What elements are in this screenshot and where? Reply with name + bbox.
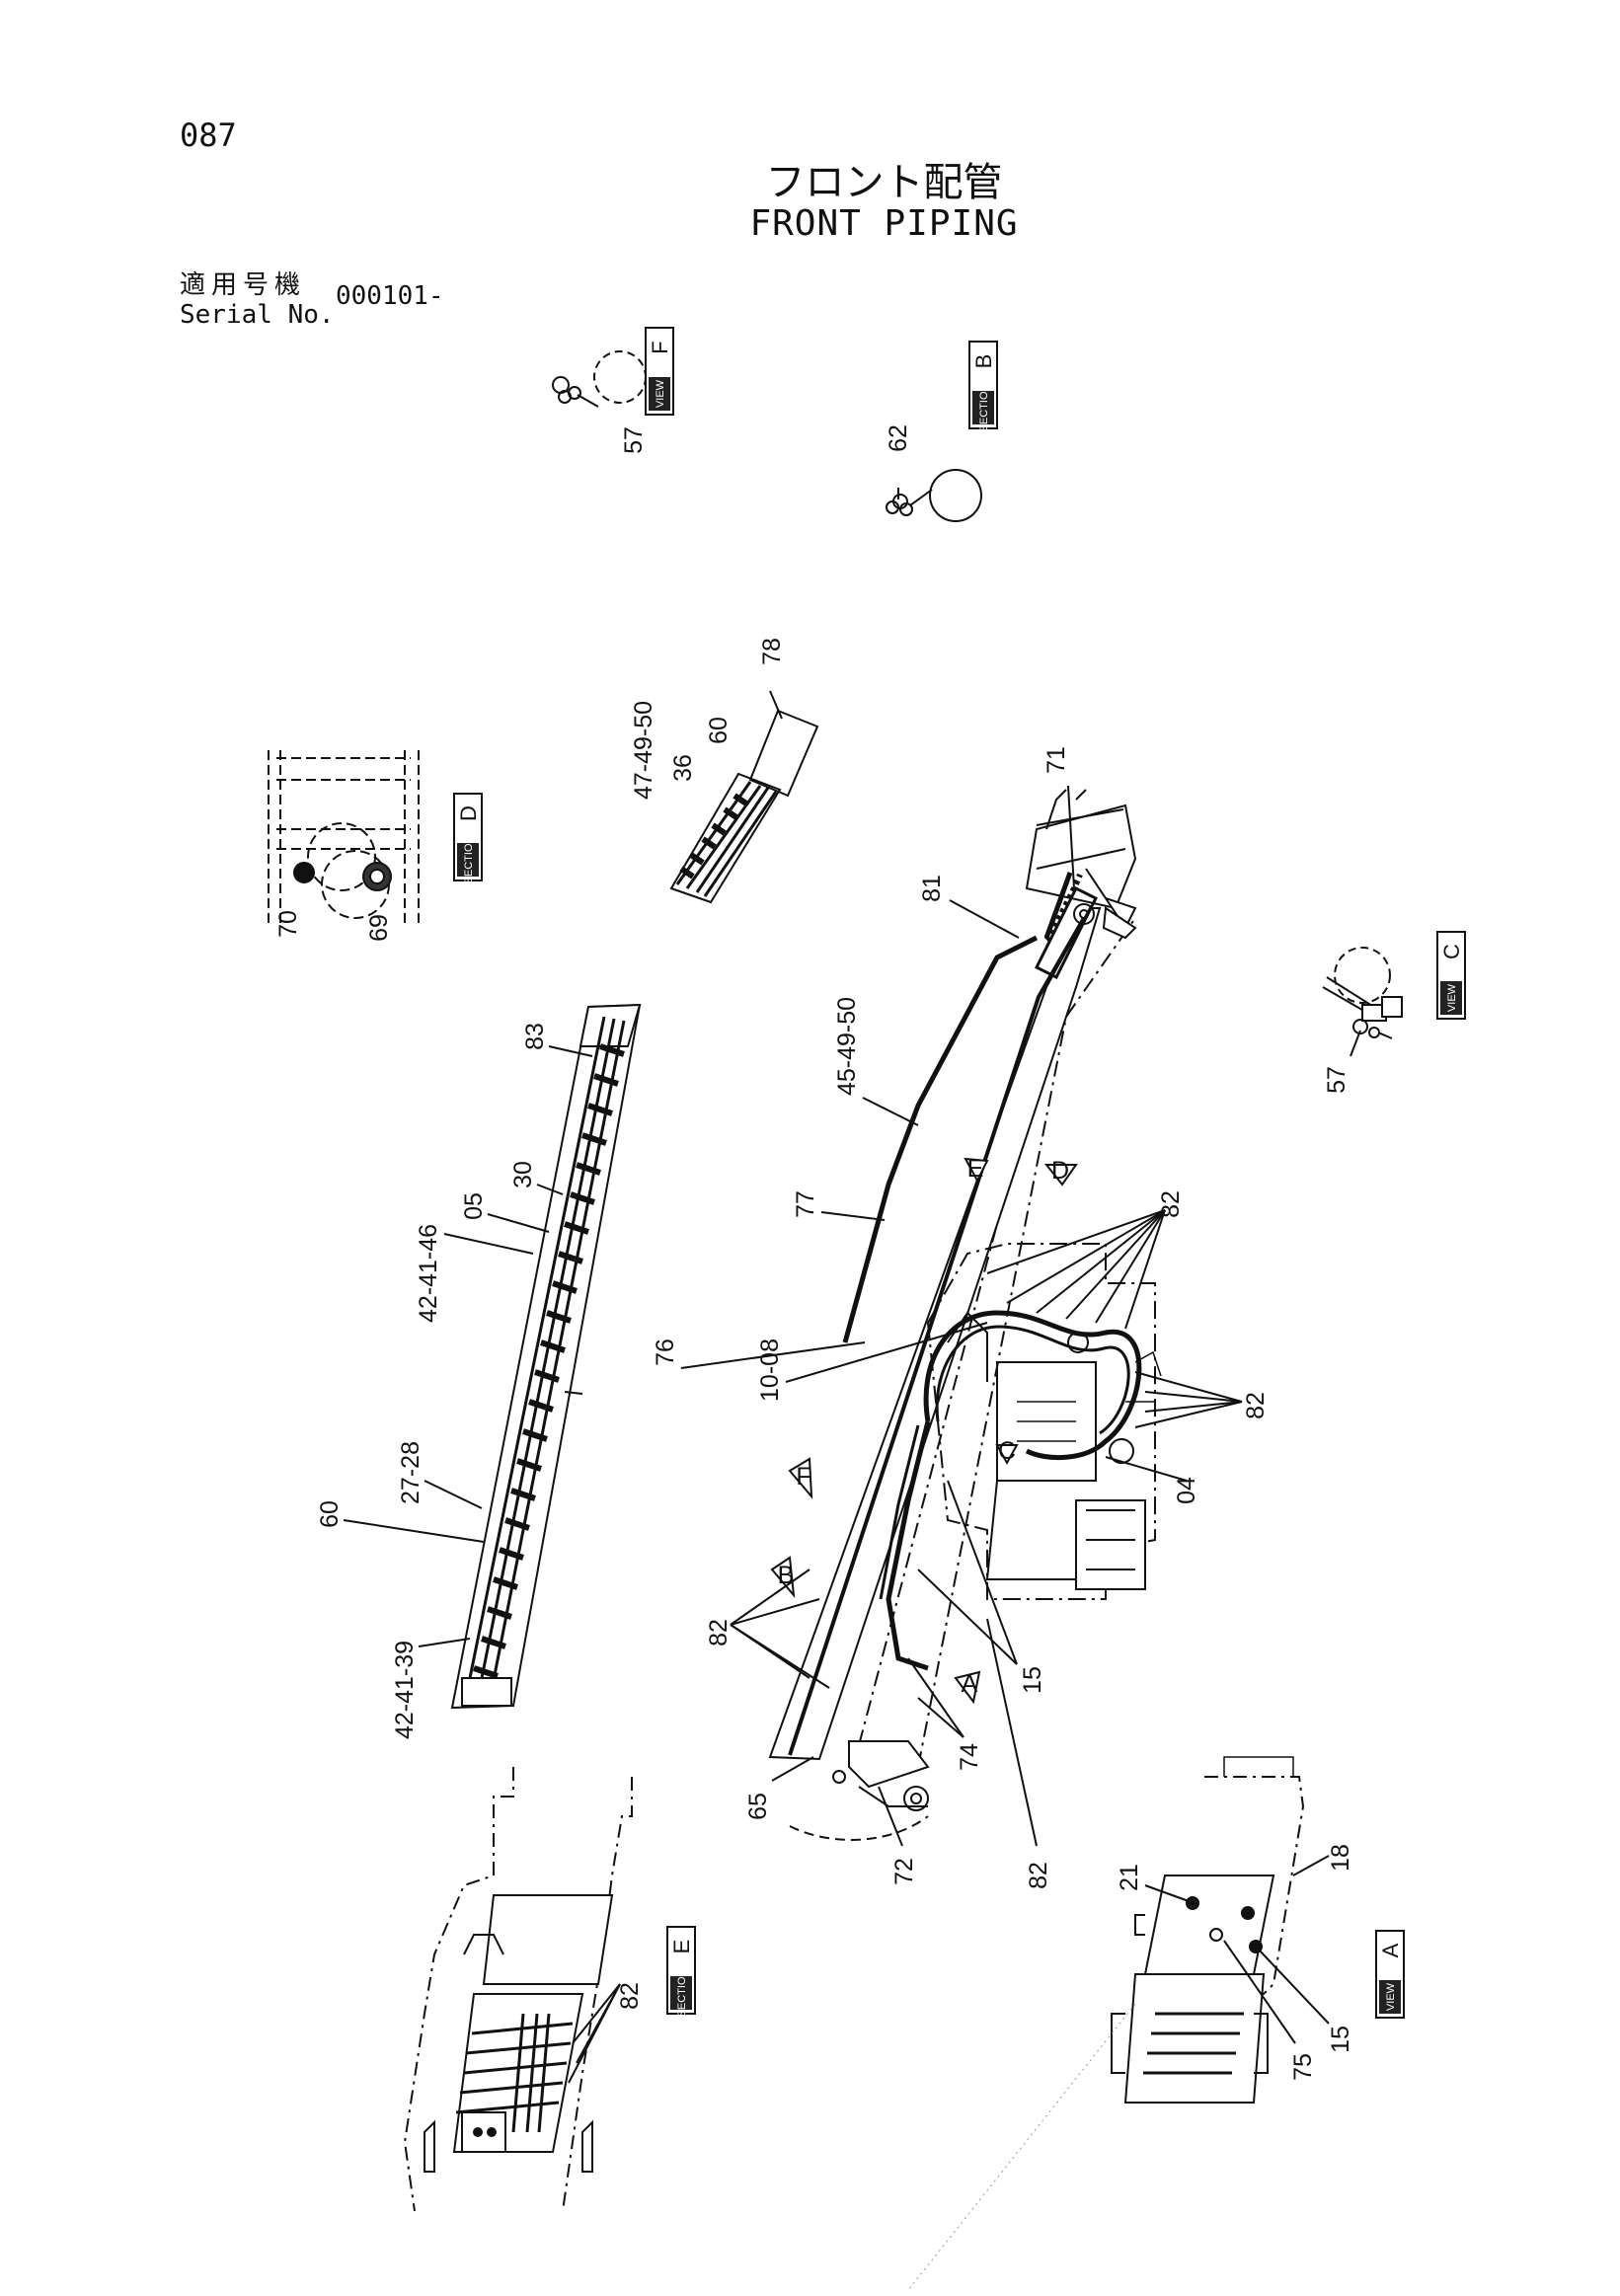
part-label-57-top: 57	[620, 426, 648, 454]
arrow-a-letter: A	[962, 1670, 978, 1698]
view-tag-e: SECTION E	[666, 1926, 696, 2018]
serial-value: 000101-	[336, 281, 444, 311]
part-label-81: 81	[918, 875, 946, 902]
part-label-15-center: 15	[1019, 1666, 1046, 1694]
upper-hose-loop-inner	[935, 1325, 1130, 1435]
part-label-75: 75	[1289, 2053, 1317, 2081]
dotted-guide-line	[907, 2003, 1136, 2291]
upper-hose-cluster	[669, 690, 819, 904]
part-label-70: 70	[274, 910, 302, 938]
part-label-71: 71	[1042, 746, 1070, 774]
part-label-27-28: 27-28	[397, 1441, 424, 1504]
upper-structure	[926, 1243, 1162, 1600]
view-tag-d-kind: SECTION	[463, 836, 475, 884]
arrow-f: F	[788, 1457, 813, 1499]
view-c-detail	[1322, 947, 1403, 1039]
arrow-b: B	[770, 1556, 796, 1599]
part-label-60-lower: 60	[316, 1500, 344, 1528]
part-label-77: 77	[792, 1190, 819, 1218]
part-label-82-left: 82	[705, 1619, 733, 1646]
left-boom-detail	[450, 1003, 642, 1710]
part-label-69: 69	[365, 914, 393, 942]
serial-label-japanese: 適用号機	[180, 270, 307, 300]
part-label-18: 18	[1327, 1844, 1354, 1872]
part-label-57-right: 57	[1323, 1066, 1350, 1094]
part-label-76: 76	[652, 1339, 679, 1366]
section-e-detail	[403, 1767, 633, 2212]
arrow-c: C	[995, 1437, 1019, 1466]
part-label-30: 30	[509, 1161, 537, 1188]
part-label-62: 62	[885, 424, 912, 452]
arrow-e: E	[964, 1155, 989, 1184]
leader-82-section-e	[568, 1983, 621, 2084]
view-tag-d: SECTION D	[453, 793, 483, 884]
upper-hose-loop	[923, 1310, 1142, 1461]
section-d-detail	[268, 750, 420, 928]
leader-74	[907, 1657, 964, 1738]
part-label-65: 65	[744, 1793, 772, 1820]
part-label-42-41-39: 42-41-39	[391, 1641, 419, 1739]
view-tag-f-letter: F	[648, 341, 672, 353]
view-tag-c-kind: VIEW	[1446, 983, 1458, 1012]
view-tag-a-kind: VIEW	[1385, 1982, 1397, 2011]
view-tag-e-kind: SECTION	[676, 1969, 688, 2018]
view-tag-a: VIEW A	[1375, 1930, 1405, 2019]
view-a-detail	[1111, 1756, 1305, 2104]
part-label-60-upper: 60	[705, 717, 733, 744]
arrow-f-letter: F	[796, 1463, 810, 1491]
part-label-10-08: 10-08	[756, 1339, 784, 1402]
part-label-83: 83	[521, 1023, 549, 1050]
main-boom	[768, 789, 1137, 1768]
boom-hose-lower	[886, 1420, 931, 1671]
arrow-d: D	[1043, 1157, 1078, 1186]
arrow-c-letter: C	[998, 1437, 1016, 1465]
part-label-47-49-50: 47-49-50	[630, 701, 657, 800]
boom-hose-lower-inner	[879, 1424, 920, 1600]
leader-82-top	[986, 1209, 1166, 1330]
part-label-04: 04	[1173, 1477, 1200, 1504]
part-label-45-49-50: 45-49-50	[833, 997, 861, 1096]
arrow-d-letter: D	[1051, 1157, 1069, 1185]
page-number: 087	[180, 116, 237, 154]
part-label-82-right: 82	[1242, 1392, 1270, 1419]
leader-82-right	[1134, 1371, 1243, 1428]
view-tag-c: VIEW C	[1436, 931, 1466, 1020]
view-tag-e-letter: E	[669, 1940, 694, 1954]
view-tag-b: SECTION B	[968, 341, 998, 432]
view-tag-f: VIEW F	[645, 327, 674, 416]
leader-82-left	[730, 1569, 830, 1689]
title-english: FRONT PIPING	[749, 203, 1019, 244]
view-f-detail	[552, 350, 647, 408]
leader-15-center	[917, 1480, 1018, 1665]
part-label-78: 78	[758, 638, 786, 665]
part-label-74: 74	[956, 1743, 983, 1771]
section-d-fittings	[293, 862, 392, 891]
serial-label-english: Serial No.	[180, 300, 335, 330]
part-label-82-bottom: 82	[1025, 1862, 1052, 1889]
part-label-72: 72	[890, 1858, 918, 1885]
main-hose-line	[842, 935, 1039, 1343]
view-tag-b-kind: SECTION	[978, 384, 990, 432]
part-label-05: 05	[460, 1192, 488, 1220]
view-tag-f-kind: VIEW	[655, 379, 666, 408]
arrow-e-letter: E	[967, 1155, 984, 1183]
part-label-36: 36	[669, 754, 697, 782]
part-label-42-41-46: 42-41-46	[415, 1224, 442, 1323]
part-label-21: 21	[1116, 1864, 1143, 1891]
part-label-82-section-e: 82	[616, 1982, 644, 2010]
part-label-15-view-a: 15	[1327, 2026, 1354, 2053]
arrow-a: A	[954, 1670, 981, 1705]
view-tag-a-letter: A	[1378, 1943, 1403, 1957]
section-b-detail	[886, 469, 982, 522]
title-japanese: フロント配管	[765, 160, 1003, 205]
view-tag-c-letter: C	[1439, 944, 1464, 959]
view-tag-d-letter: D	[456, 805, 481, 821]
view-tag-b-letter: B	[971, 354, 996, 369]
boom-foot	[789, 1740, 930, 1841]
